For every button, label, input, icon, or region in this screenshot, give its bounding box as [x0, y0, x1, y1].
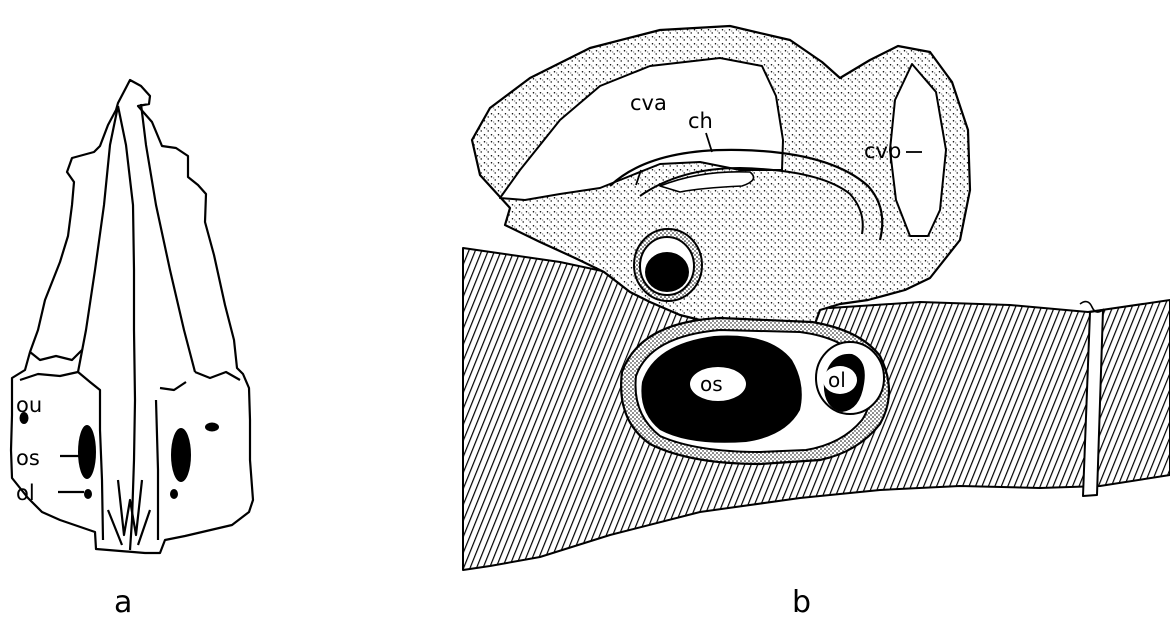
panel-label-b: b	[792, 585, 811, 620]
panel-label-a: a	[114, 585, 132, 620]
label-ch: ch	[688, 109, 713, 133]
label-cvp: cvp	[864, 139, 901, 163]
foramen-os-right	[171, 428, 191, 482]
label-ou-a: ou	[16, 393, 42, 417]
label-ol-b: ol	[828, 368, 846, 392]
label-ou-b: ou	[651, 259, 679, 286]
label-ol-a: ol	[16, 481, 35, 505]
foramen-os-left	[78, 425, 96, 479]
foramen-ol-right	[170, 489, 178, 499]
panel-a-skull-drawing	[11, 80, 253, 553]
foramen-ol-left	[84, 489, 92, 499]
foramen-ou-right	[205, 423, 219, 432]
skull-outline	[11, 80, 253, 553]
label-cva: cva	[630, 91, 667, 115]
label-os-a: os	[16, 446, 40, 470]
label-os-b: os	[700, 372, 723, 396]
panel-b-section-drawing	[463, 26, 1170, 570]
